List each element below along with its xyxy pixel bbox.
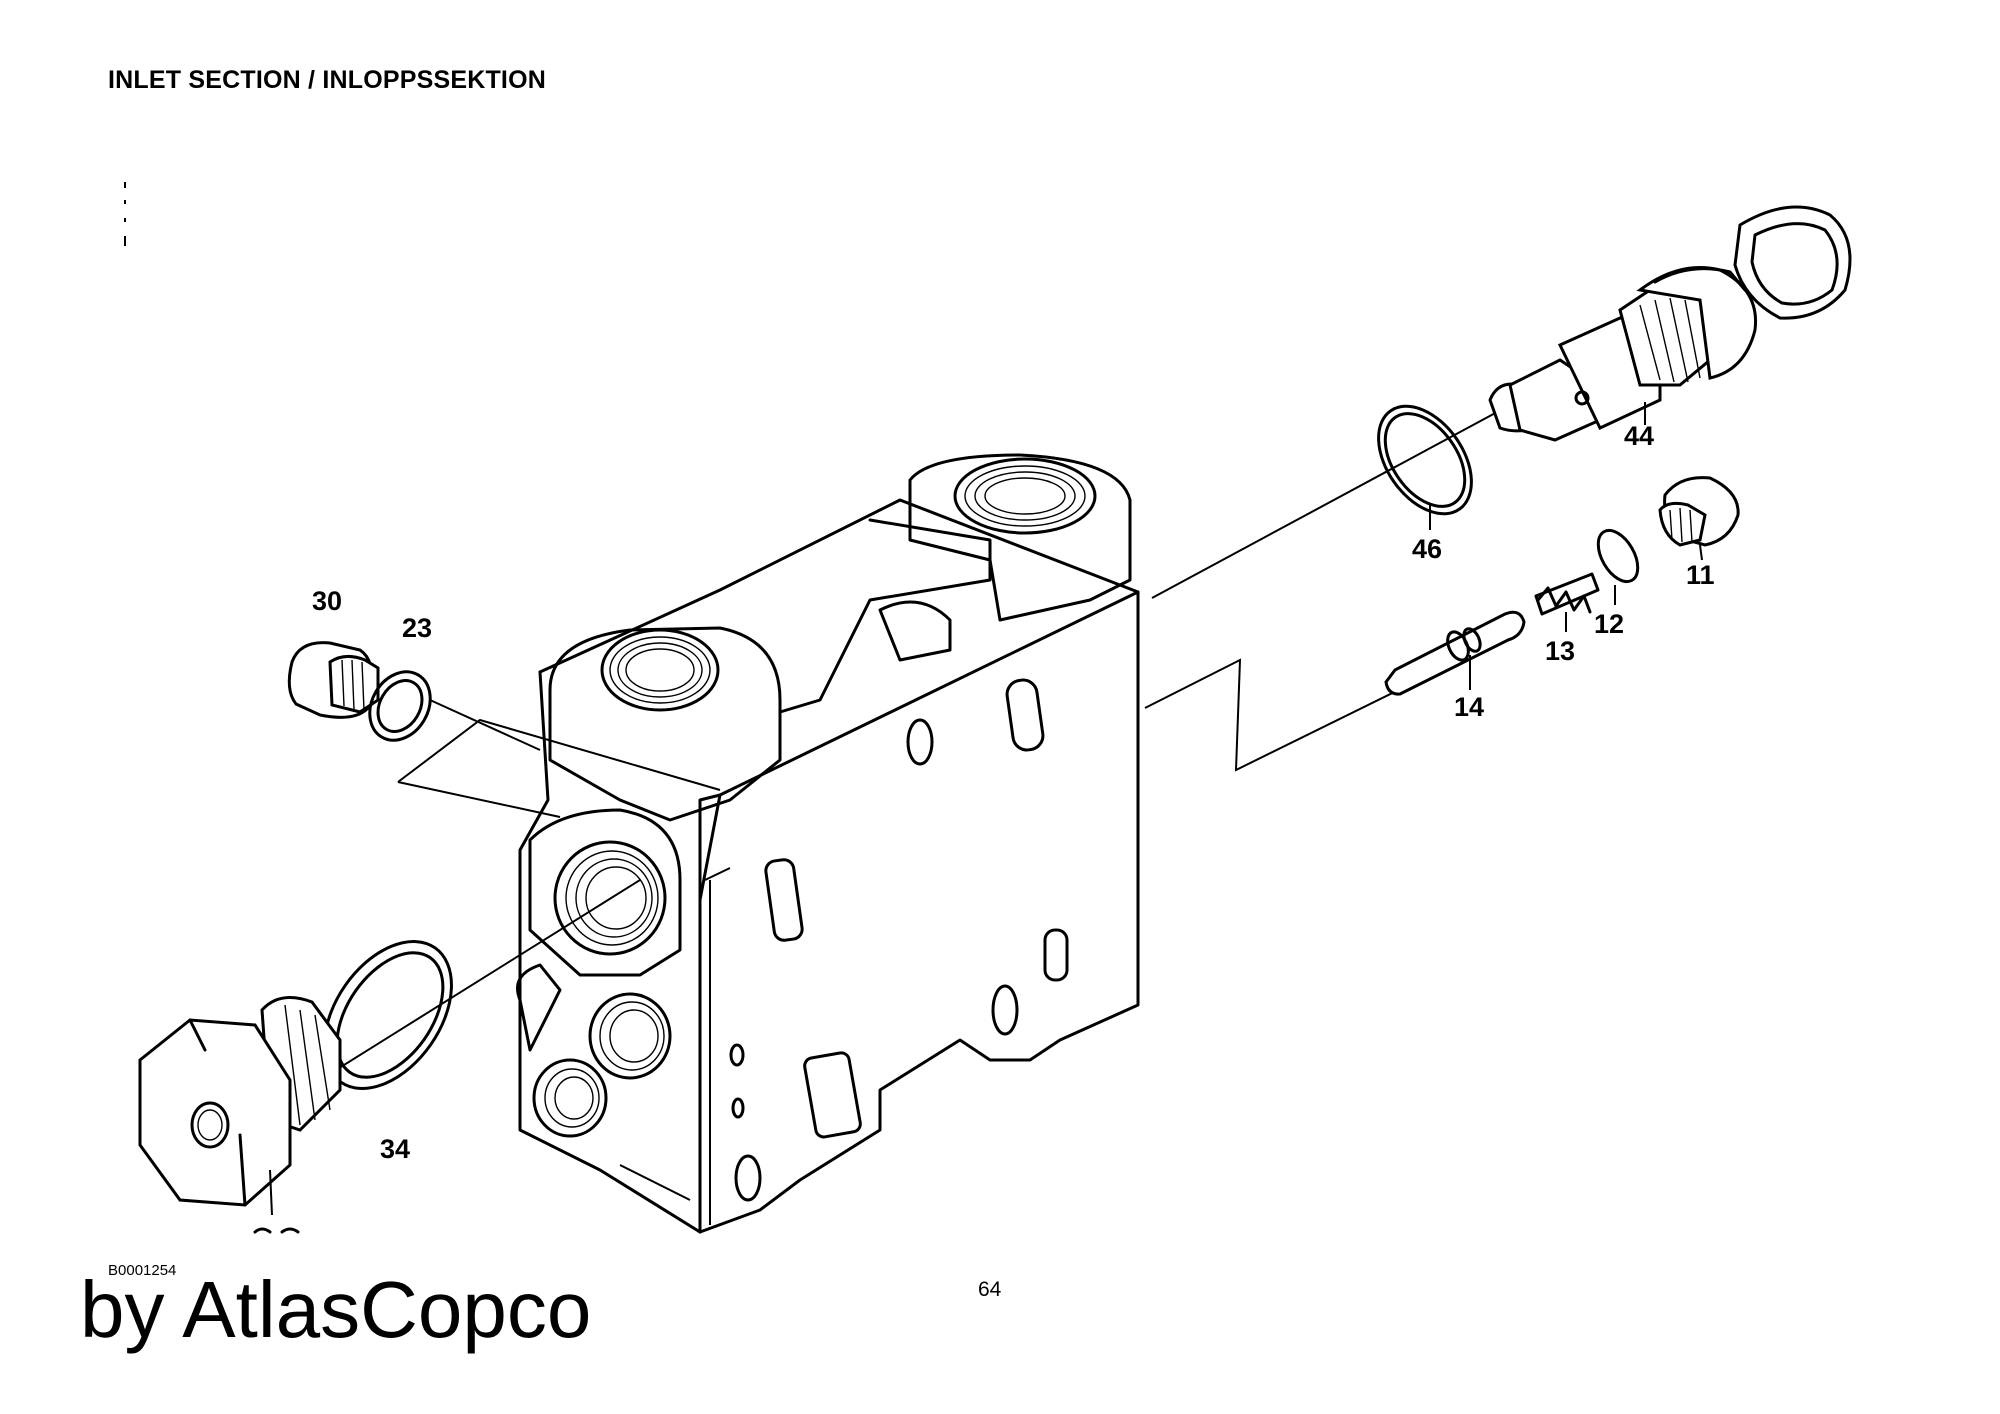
part-label-34: 34 xyxy=(380,1134,410,1164)
part-30-plug xyxy=(287,641,380,719)
page-number: 64 xyxy=(978,1278,1002,1301)
part-11-plug xyxy=(1658,476,1740,561)
part-label-13: 13 xyxy=(1545,636,1575,666)
part-12-o-ring xyxy=(1596,528,1640,605)
watermark: by AtlasCopco xyxy=(80,1265,592,1354)
part-44-relief-valve xyxy=(1488,205,1852,442)
valve-body xyxy=(516,453,1140,1234)
part-label-11: 11 xyxy=(1686,560,1715,590)
part-14-spool xyxy=(1384,610,1526,696)
hex-plug xyxy=(138,996,342,1216)
part-23-seal-ring xyxy=(368,670,432,742)
figure-code: B0001254 xyxy=(108,1262,177,1279)
part-label-14: 14 xyxy=(1454,692,1484,722)
part-13-spring xyxy=(1534,572,1600,632)
part-label-44: 44 xyxy=(1624,421,1654,451)
part-label-23: 23 xyxy=(402,613,432,643)
part-label-12: 12 xyxy=(1594,609,1624,639)
page-title: INLET SECTION / INLOPPSSEKTION xyxy=(108,66,546,94)
part-46-o-ring xyxy=(1377,404,1473,530)
part-label-30: 30 xyxy=(312,586,342,616)
part-label-46: 46 xyxy=(1412,534,1442,564)
